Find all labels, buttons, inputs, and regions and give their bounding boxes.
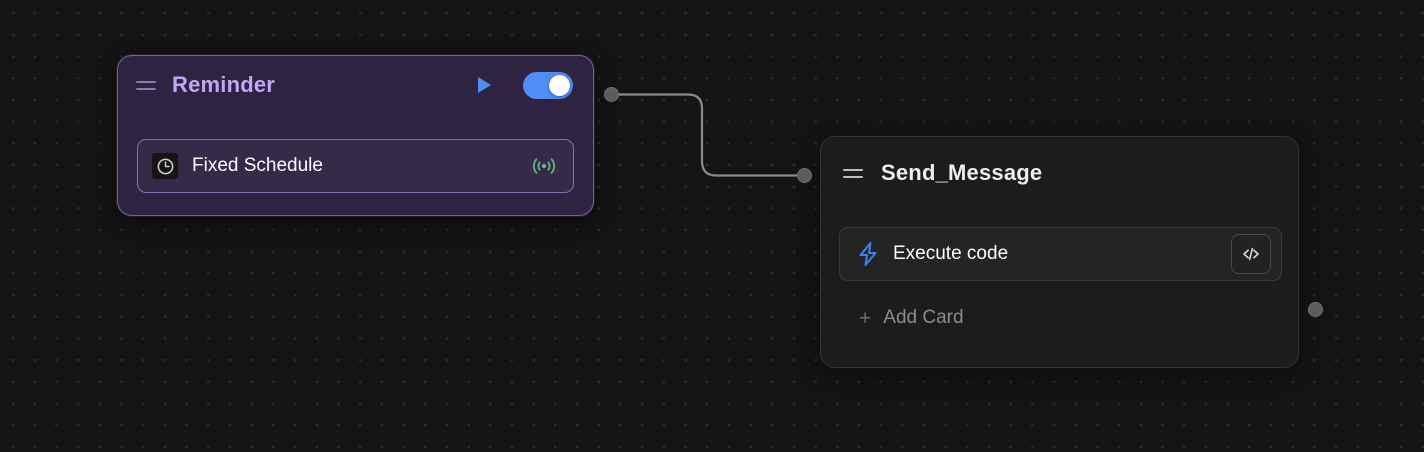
reminder-output-port[interactable] — [604, 87, 619, 102]
plus-icon: + — [859, 306, 872, 330]
edge-reminder-to-send-message — [617, 93, 807, 177]
send-message-output-port[interactable] — [1308, 302, 1323, 317]
card-fixed-schedule-label: Fixed Schedule — [192, 155, 323, 176]
node-reminder[interactable]: Reminder Fixed Schedule — [117, 55, 594, 216]
card-fixed-schedule[interactable]: Fixed Schedule — [137, 139, 574, 193]
node-reminder-title: Reminder — [172, 72, 276, 97]
add-card-button[interactable]: + Add Card — [839, 301, 978, 335]
broadcast-icon — [531, 155, 557, 177]
add-card-label: Add Card — [883, 307, 964, 328]
card-execute-code-label: Execute code — [893, 243, 1009, 264]
lightning-bolt-icon — [856, 241, 880, 267]
send-message-input-port[interactable] — [797, 168, 812, 183]
toggle-knob — [549, 74, 570, 96]
node-reminder-header[interactable]: Reminder — [118, 56, 593, 114]
enable-toggle[interactable] — [523, 71, 573, 99]
play-icon[interactable] — [473, 74, 495, 96]
clock-icon — [152, 153, 178, 179]
node-send-message-header[interactable]: Send_Message — [821, 137, 1298, 209]
card-execute-code[interactable]: Execute code — [839, 227, 1282, 281]
node-send-message-title: Send_Message — [881, 160, 1043, 185]
drag-handle-icon[interactable] — [136, 78, 156, 92]
drag-handle-icon[interactable] — [843, 166, 863, 180]
node-send-message[interactable]: Send_Message Execute code + Add Card — [820, 136, 1299, 368]
code-icon[interactable] — [1231, 234, 1271, 274]
